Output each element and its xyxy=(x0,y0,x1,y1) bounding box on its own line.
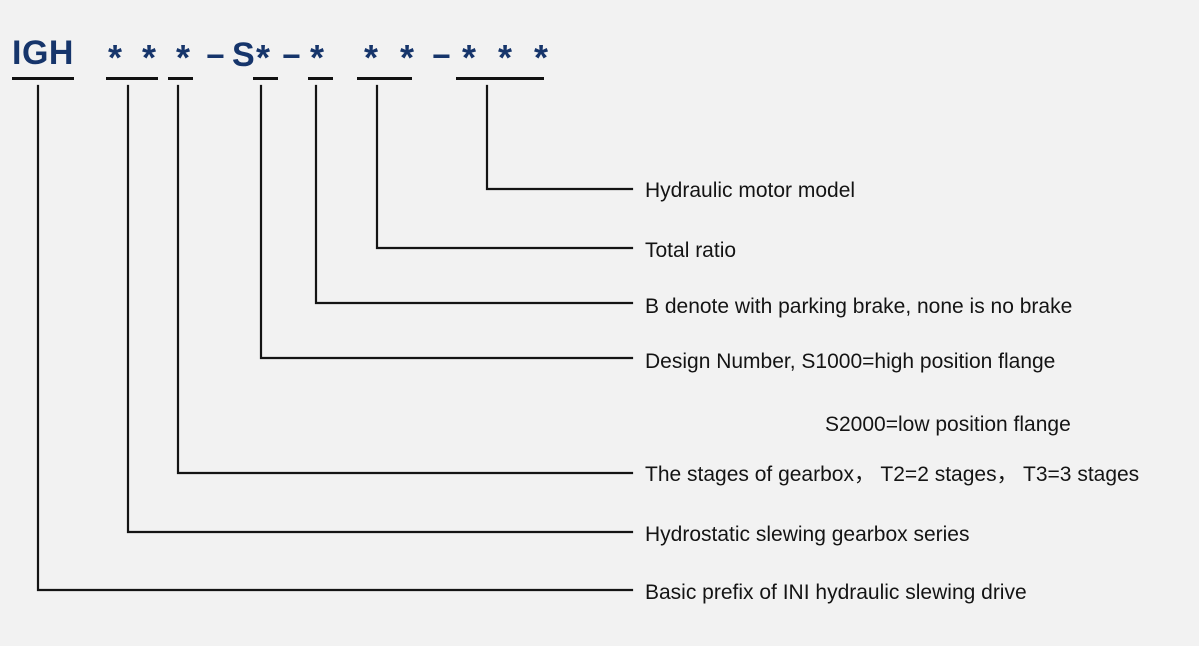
underline-motor xyxy=(456,77,544,80)
leader-motor xyxy=(485,84,634,191)
underline-brake xyxy=(308,77,333,80)
underline-ratio xyxy=(357,77,412,80)
callout-label-brake: B denote with parking brake, none is no … xyxy=(645,295,1073,318)
callout-label-design-line2: S2000=low position flange xyxy=(825,413,1071,436)
code-token-star-2: * xyxy=(142,37,157,78)
code-token-star-7: * xyxy=(400,37,415,78)
code-token-star-10: * xyxy=(534,37,549,78)
underline-series xyxy=(106,77,158,80)
callout-label-ratio: Total ratio xyxy=(645,239,737,262)
code-token-star-4: * xyxy=(256,37,271,78)
callout-label-series: Hydrostatic slewing gearbox series xyxy=(645,523,970,546)
callout-label-motor: Hydraulic motor model xyxy=(645,179,856,202)
code-token-star-3: * xyxy=(176,37,191,78)
leader-design xyxy=(259,84,634,360)
code-token-star-5: * xyxy=(310,37,325,78)
underline-design xyxy=(253,77,278,80)
code-token-star-6: * xyxy=(364,37,379,78)
leader-brake xyxy=(314,84,634,305)
code-token-dash-3: − xyxy=(432,38,451,74)
leader-series xyxy=(126,84,634,534)
leader-stages xyxy=(176,84,634,475)
code-token-star-9: * xyxy=(498,37,513,78)
code-token-dash-1: − xyxy=(206,38,225,74)
code-token-star-1: * xyxy=(108,37,123,78)
leader-prefix xyxy=(36,84,634,592)
callout-label-stages: The stages of gearbox， T2=2 stages， T3=3… xyxy=(645,463,1140,486)
underline-prefix xyxy=(12,77,74,80)
leader-ratio xyxy=(375,84,634,250)
code-token-star-8: * xyxy=(462,37,477,78)
code-token-prefix: IGH xyxy=(12,34,74,72)
underline-stages xyxy=(168,77,193,80)
code-token-dash-2: − xyxy=(282,38,301,74)
callout-label-prefix: Basic prefix of INI hydraulic slewing dr… xyxy=(645,581,1027,604)
model-code-row: IGH * * * − S * − * * * − * * * xyxy=(0,0,1199,95)
callout-label-design: Design Number, S1000=high position flang… xyxy=(645,350,1056,373)
code-token-s: S xyxy=(232,36,255,74)
